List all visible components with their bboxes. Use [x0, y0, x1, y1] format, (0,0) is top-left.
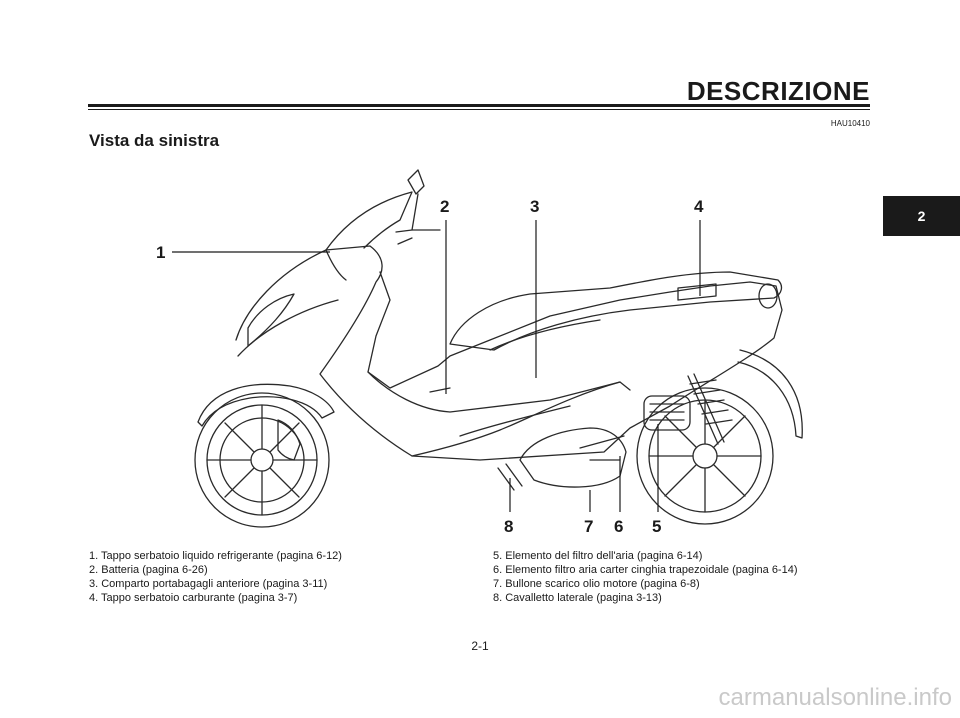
callout-2: 2: [440, 197, 449, 216]
page-number: 2-1: [471, 639, 489, 653]
side-stand: [497, 463, 523, 491]
header-rule-thin: [88, 109, 870, 110]
handlebar: [395, 229, 441, 245]
callout-8: 8: [504, 517, 513, 536]
header-rule-thick: [88, 104, 870, 107]
legend-left: 1. Tappo serbatoio liquido refrigerante …: [89, 549, 342, 605]
callout-3: 3: [530, 197, 539, 216]
side-panel: [411, 381, 631, 457]
floorboard: [367, 371, 621, 413]
callout-4: 4: [694, 197, 704, 216]
legend-item: 8. Cavalletto laterale (pagina 3-13): [493, 592, 662, 604]
legend-item: 5. Elemento del filtro dell'aria (pagina…: [493, 550, 703, 562]
legend-item: 7. Bullone scarico olio motore (pagina 6…: [493, 578, 700, 590]
windscreen: [325, 191, 413, 251]
legend-item: 1. Tappo serbatoio liquido refrigerante …: [89, 550, 342, 562]
air-filter-box: [643, 395, 691, 431]
tail-light: [758, 283, 778, 309]
legend-item: 6. Elemento filtro aria carter cinghia t…: [493, 564, 798, 576]
section-title: DESCRIZIONE: [686, 76, 870, 106]
engine-case: [519, 427, 627, 488]
view-title: Vista da sinistra: [89, 131, 220, 150]
rear-shock: [687, 373, 733, 445]
fuel-cap: [677, 283, 717, 301]
legend-item: 3. Comparto portabagagli anteriore (pagi…: [89, 578, 328, 590]
legend-item: 4. Tappo serbatoio carburante (pagina 3-…: [89, 592, 298, 604]
rear-wheel: [636, 387, 774, 525]
callout-1: 1: [156, 243, 165, 262]
body-outline: [235, 245, 783, 461]
legend-right: 5. Elemento del filtro dell'aria (pagina…: [493, 549, 798, 605]
rear-fender: [737, 349, 803, 439]
scooter-illustration: 1 2 3 4 5 6 7 8: [150, 160, 820, 550]
watermark: carmanualsonline.info: [718, 684, 952, 711]
reference-code: HAU10410: [830, 119, 870, 128]
front-wheel: [194, 392, 330, 528]
legend-item: 2. Batteria (pagina 6-26): [89, 564, 208, 576]
chapter-tab[interactable]: 2: [883, 196, 960, 236]
callout-5: 5: [652, 517, 661, 536]
callout-6: 6: [614, 517, 623, 536]
callout-7: 7: [584, 517, 593, 536]
mirror: [407, 169, 425, 231]
seat: [449, 271, 783, 351]
front-fender: [197, 383, 335, 427]
